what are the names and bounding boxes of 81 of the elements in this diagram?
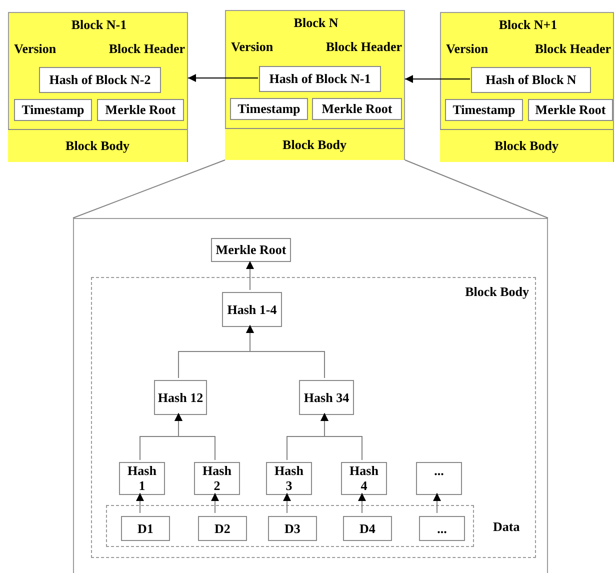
arrow xyxy=(188,74,258,82)
node-label: Hash of Block N xyxy=(486,72,576,88)
hash-box xyxy=(222,292,282,327)
node-label: Block Body xyxy=(66,138,130,154)
field-box xyxy=(312,98,402,120)
node-label: Hash 34 xyxy=(304,390,350,406)
arrow xyxy=(246,260,254,290)
node-label: D1 xyxy=(138,520,154,536)
field-box xyxy=(97,99,184,121)
section-label: Block Header xyxy=(534,41,611,57)
arrow xyxy=(433,492,441,514)
node-label: Timestamp xyxy=(22,102,84,118)
block-body-section xyxy=(225,128,404,160)
node-label: D2 xyxy=(214,520,230,536)
field-box xyxy=(471,67,591,93)
block-title: Block N+1 xyxy=(498,17,558,33)
node-label: Merkle Root xyxy=(216,242,286,258)
block-body-section xyxy=(8,129,187,162)
zoom-panel xyxy=(73,218,548,573)
block-card xyxy=(225,10,405,160)
field-box xyxy=(445,99,523,121)
hash-box xyxy=(121,516,170,541)
field-box xyxy=(230,98,308,120)
node-label: Hash 1 xyxy=(126,463,158,494)
arrow xyxy=(211,492,219,514)
section-label: Block Header xyxy=(326,39,402,55)
connector-line xyxy=(404,160,548,218)
node-label: Hash 1-4 xyxy=(227,302,277,318)
node-label: Block Body xyxy=(282,136,346,152)
block-body-section xyxy=(440,129,613,162)
region-label: Block Body xyxy=(465,284,529,300)
hash-box xyxy=(211,238,291,262)
region-label: Data xyxy=(493,519,520,535)
arrow xyxy=(174,412,216,460)
node-label: Merkle Root xyxy=(105,102,176,118)
node-label: Hash 4 xyxy=(348,463,380,494)
section-label: Block Header xyxy=(108,41,185,57)
hash-box xyxy=(198,516,247,541)
hash-box xyxy=(416,462,462,495)
node-label: Block Body xyxy=(494,138,558,154)
hash-box xyxy=(154,380,207,415)
hash-box xyxy=(343,516,392,541)
arrow xyxy=(136,492,144,514)
node-label: Hash of Block N-1 xyxy=(269,71,371,87)
arrow xyxy=(246,324,325,378)
arrow xyxy=(404,75,470,83)
hash-box xyxy=(341,462,387,495)
hash-box xyxy=(299,380,354,415)
node-label: Hash of Block N-2 xyxy=(49,72,151,88)
node-label: Hash 12 xyxy=(158,390,204,406)
node-label: Timestamp xyxy=(238,101,300,117)
hash-box xyxy=(419,516,465,541)
node-label: Timestamp xyxy=(452,102,516,118)
field-box xyxy=(14,99,92,121)
field-label: Version xyxy=(231,39,274,55)
node-label: ... xyxy=(437,520,447,536)
block-card xyxy=(440,12,614,162)
hash-box xyxy=(194,462,240,495)
field-box xyxy=(528,99,613,121)
hash-box xyxy=(268,516,317,541)
node-label: Merkle Root xyxy=(535,102,606,118)
block-title: Block N-1 xyxy=(70,17,128,33)
node-label: Merkle Root xyxy=(322,101,392,117)
arrow xyxy=(283,492,291,514)
node-label: Hash 2 xyxy=(202,463,232,494)
block-card xyxy=(8,12,188,162)
dashed-region xyxy=(91,277,536,558)
block-title: Block N xyxy=(292,15,340,31)
field-box xyxy=(259,66,381,92)
field-box xyxy=(39,67,161,93)
field-label: Version xyxy=(14,41,56,57)
node-label: ... xyxy=(434,463,444,480)
connector-line xyxy=(72,160,226,218)
node-label: Hash 3 xyxy=(274,463,304,494)
arrow xyxy=(358,492,366,514)
hash-box xyxy=(119,462,165,495)
arrow xyxy=(320,412,362,460)
node-label: D4 xyxy=(360,520,376,536)
hash-box xyxy=(266,462,312,495)
node-label: D3 xyxy=(284,520,300,536)
field-label: Version xyxy=(446,41,488,57)
